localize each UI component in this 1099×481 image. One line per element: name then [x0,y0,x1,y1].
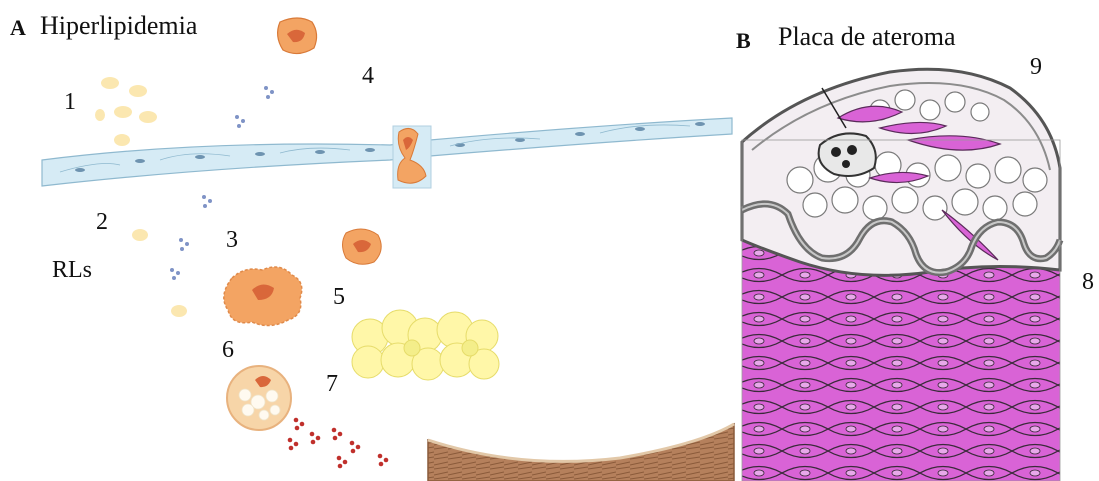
atheroma-plaque [742,60,1060,481]
label-1: 1 [64,90,76,114]
label-8: 8 [1082,270,1094,294]
label-3: 3 [226,228,238,252]
monocyte-transmigrating [393,126,431,188]
macrophage [343,229,382,264]
lipid-droplets [95,77,187,317]
ros-particles [288,418,389,469]
panel-a-title: Hiperlipidemia [40,13,197,39]
label-9: 9 [1030,55,1042,79]
panel-b-letter: B [736,30,751,52]
label-2: 2 [96,210,108,234]
label-rls: RLs [52,258,92,282]
ldl-particles [170,86,274,280]
panel-a-letter: A [10,17,26,39]
label-7: 7 [326,372,338,396]
monocyte-circulating [278,18,317,54]
label-4: 4 [362,64,374,88]
label-6: 6 [222,338,234,362]
activated-macrophage [224,267,302,326]
panel-b-title: Placa de ateroma [778,24,956,50]
foam-cells-cluster [352,310,499,380]
endothelium-layer [42,118,732,186]
vessel-wall [428,424,734,481]
label-5: 5 [333,285,345,309]
foam-cell [227,366,291,430]
